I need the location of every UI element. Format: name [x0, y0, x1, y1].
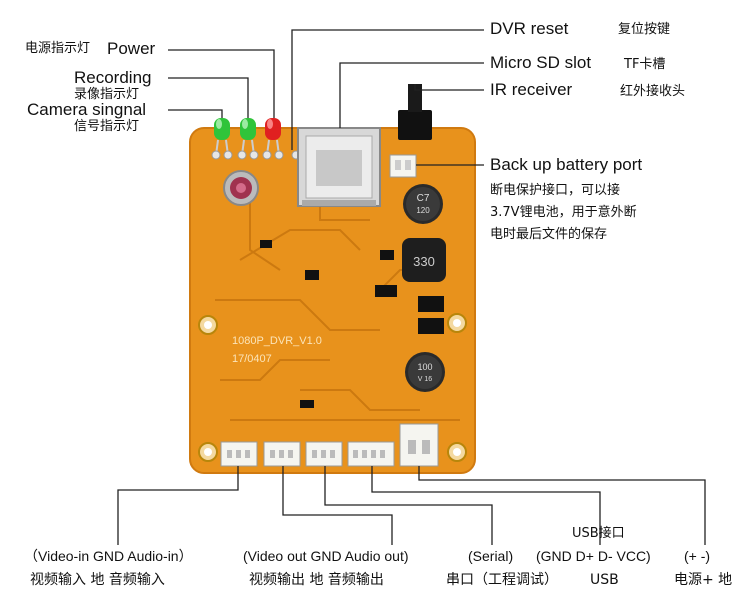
label-ir-cn: 红外接收头 — [620, 84, 686, 99]
connector-serial — [305, 441, 343, 467]
ic-chip — [418, 296, 444, 312]
mount-hole — [453, 319, 461, 327]
label-dvr-reset-en: DVR reset — [490, 19, 569, 38]
cap-top-label: C7 — [417, 193, 430, 204]
label-power-conn-cn: 电源+ 地 — [674, 572, 733, 588]
battery-port — [389, 154, 417, 178]
label-battery-cn-2: 3.7V锂电池，用于意外断 — [490, 205, 637, 220]
connector-video-in — [220, 441, 258, 467]
cap-top-sublabel: 120 — [416, 206, 430, 215]
label-serial-en: (Serial) — [468, 548, 514, 564]
label-camera-cn: 信号指示灯 — [74, 119, 140, 134]
inductor: 330 — [402, 238, 446, 282]
label-recording-en: Recording — [74, 68, 152, 87]
label-battery-cn-1: 断电保护接口，可以接 — [490, 183, 621, 198]
mount-hole — [204, 321, 212, 329]
board-date-text: 17/0407 — [232, 353, 272, 365]
ic-chip — [418, 318, 444, 334]
label-video-in-cn: 视频输入 地 音频输入 — [30, 572, 165, 588]
label-sd-cn: TF卡槽 — [624, 57, 666, 72]
ic-chip — [375, 285, 397, 297]
ic-chip — [260, 240, 272, 248]
cap-bottom-sublabel: V 16 — [418, 376, 433, 383]
label-ir-en: IR receiver — [490, 80, 573, 99]
capacitor-bottom: 100 V 16 — [405, 352, 445, 392]
cap-bottom-label: 100 — [417, 362, 432, 372]
ic-chip — [380, 250, 394, 260]
connector-usb — [347, 441, 395, 467]
label-power-cn: 电源指示灯 — [25, 41, 91, 56]
label-video-out-en: (Video out GND Audio out) — [243, 548, 409, 564]
connector-video-out — [263, 441, 301, 467]
label-usb-top: USB接口 — [572, 526, 625, 541]
label-recording-cn: 录像指示灯 — [74, 87, 140, 102]
label-battery-cn-3: 电时最后文件的保存 — [490, 227, 608, 242]
label-sd-en: Micro SD slot — [490, 53, 592, 72]
leader-lines — [117, 29, 706, 545]
label-video-in-en: （Video-in GND Audio-in） — [24, 548, 193, 564]
label-power-en: Power — [107, 39, 156, 58]
mount-hole — [204, 448, 212, 456]
label-usb-cn: USB — [590, 572, 619, 588]
capacitor-top: C7 120 — [403, 184, 443, 224]
connector-power — [399, 423, 439, 467]
label-usb-en: (GND D+ D- VCC) — [536, 548, 651, 564]
label-battery-en: Back up battery port — [490, 155, 643, 174]
board-model-text: 1080P_DVR_V1.0 — [232, 335, 322, 347]
label-power-conn-en: (+ -) — [684, 548, 711, 564]
label-serial-cn: 串口（工程调试） — [446, 572, 558, 588]
ir-receiver — [398, 84, 432, 140]
label-camera-en: Camera singnal — [27, 100, 147, 119]
mount-hole — [453, 448, 461, 456]
micro-sd-slot — [297, 127, 381, 207]
ic-chip — [305, 270, 319, 280]
ic-chip — [300, 400, 314, 408]
label-dvr-reset-cn: 复位按键 — [618, 22, 671, 37]
led-pads — [211, 150, 301, 160]
inductor-label: 330 — [413, 254, 435, 269]
label-video-out-cn: 视频输出 地 音频输出 — [249, 572, 384, 588]
